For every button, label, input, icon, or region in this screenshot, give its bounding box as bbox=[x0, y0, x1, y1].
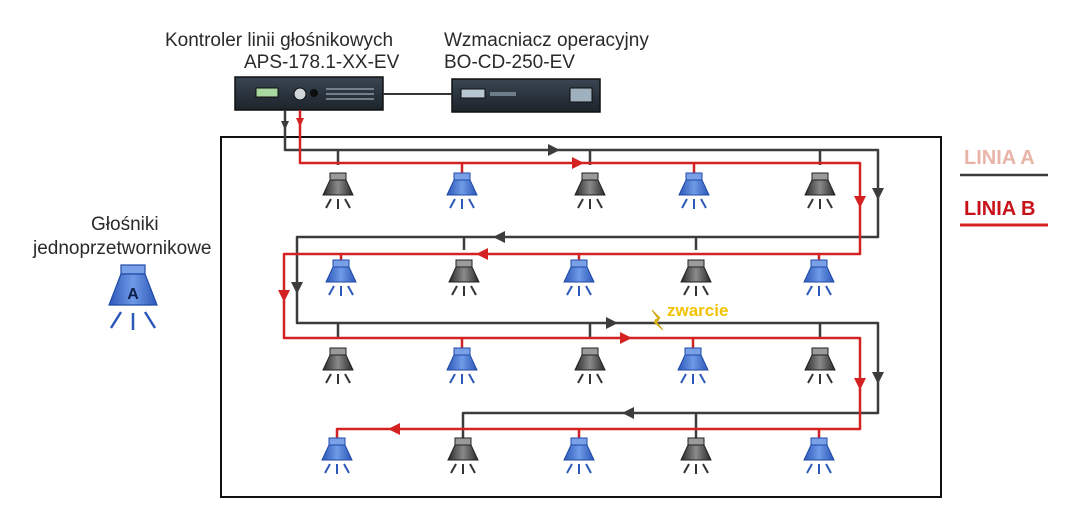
speaker-icon bbox=[680, 437, 712, 475]
speaker-icon bbox=[446, 172, 478, 210]
speaker-letter: A bbox=[127, 286, 139, 303]
legend-line-a-label: LINIA A bbox=[964, 147, 1035, 169]
lightning-bolt-icon bbox=[651, 309, 664, 331]
speaker-icon bbox=[803, 259, 835, 297]
line-a-wiring bbox=[283, 110, 880, 440]
amplifier-model-label: BO-CD-250-EV bbox=[444, 52, 575, 73]
speaker-icon bbox=[804, 172, 836, 210]
controller-name-label: Kontroler linii głośnikowych bbox=[165, 30, 394, 51]
speaker-icon bbox=[446, 347, 478, 385]
amplifier-name-label: Wzmacniacz operacyjny bbox=[444, 30, 649, 51]
speaker-icon bbox=[321, 437, 353, 475]
fault-label: zwarcie bbox=[667, 301, 729, 320]
speaker-icon bbox=[678, 172, 710, 210]
controller-device bbox=[234, 76, 384, 111]
speaker-icon bbox=[447, 437, 479, 475]
line-b-arrows bbox=[278, 118, 866, 435]
speakers-label-line2: jednoprzetwornikowe bbox=[33, 238, 212, 259]
legend-line-b-label: LINIA B bbox=[964, 198, 1036, 220]
speaker-icon bbox=[322, 172, 354, 210]
speaker-icon bbox=[574, 172, 606, 210]
speaker-icon bbox=[804, 347, 836, 385]
speaker-icon bbox=[563, 259, 595, 297]
zone-frame bbox=[220, 136, 942, 498]
controller-model-label: APS-178.1-XX-EV bbox=[244, 52, 400, 73]
speaker-icon bbox=[803, 437, 835, 475]
speaker-icon bbox=[574, 347, 606, 385]
speaker-icon bbox=[448, 259, 480, 297]
single-driver-speaker-icon: A bbox=[108, 264, 158, 330]
speaker-icon bbox=[677, 347, 709, 385]
speaker-icon bbox=[322, 347, 354, 385]
speaker-icon bbox=[680, 259, 712, 297]
line-a-arrows bbox=[281, 121, 884, 419]
speaker-icon bbox=[563, 437, 595, 475]
speaker-icon bbox=[325, 259, 357, 297]
amplifier-device bbox=[451, 78, 601, 113]
speakers-label-line1: Głośniki bbox=[91, 214, 159, 235]
